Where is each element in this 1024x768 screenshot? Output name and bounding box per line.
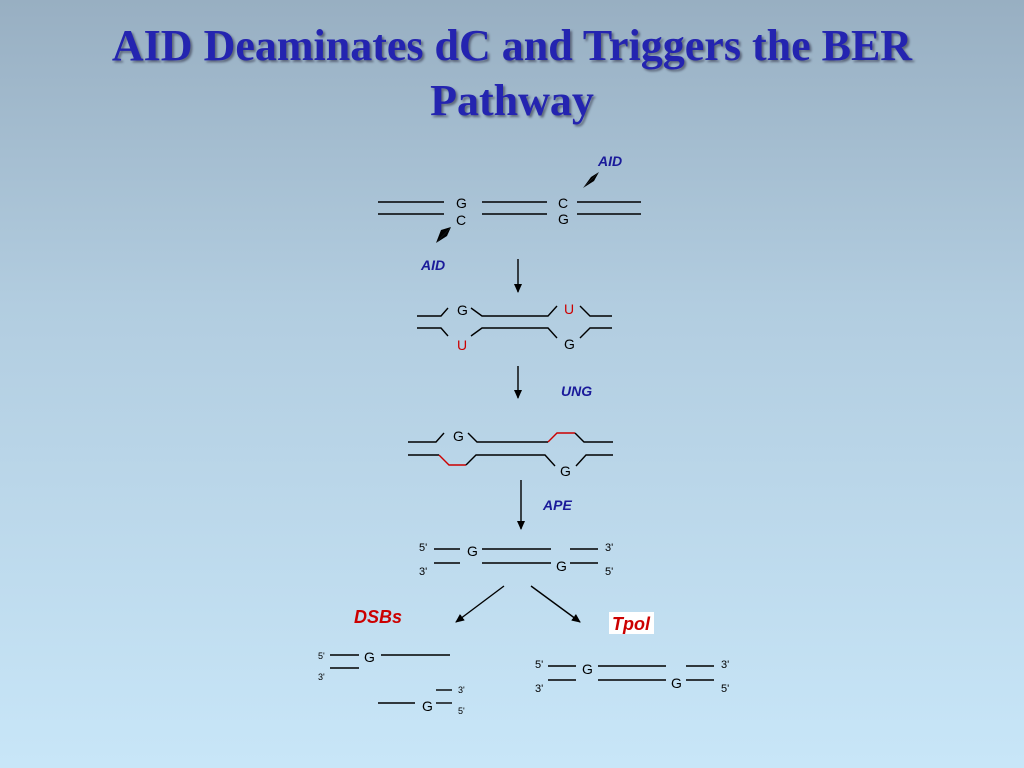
base-g: G [560, 463, 571, 479]
strand-segment [467, 432, 548, 443]
end-label-3prime: 3' [458, 685, 465, 695]
end-label-3prime: 3' [535, 683, 543, 695]
base-g: G [457, 302, 468, 318]
end-label-5prime: 5' [458, 706, 465, 716]
end-label-3prime: 3' [605, 542, 613, 554]
base-c: C [558, 195, 568, 211]
strand-segment [470, 305, 558, 317]
enzyme-label-ape: APE [542, 497, 572, 513]
stage-5-tpol-duplex: 5' 3' G G 3' 5' [535, 659, 729, 695]
abasic-site-gap [438, 454, 466, 466]
base-g: G [564, 336, 575, 352]
strand-segment [408, 432, 445, 443]
end-label-5prime: 5' [721, 683, 729, 695]
base-c: C [456, 212, 466, 228]
aid-arrowhead-top-fill [583, 172, 599, 188]
title-line-2: Pathway [430, 76, 594, 125]
outcome-label-dsbs: DSBs [354, 607, 402, 627]
stage-1-intact-duplex: G C C G AID AID [378, 153, 641, 273]
strand-segment [579, 327, 612, 339]
end-label-3prime: 3' [318, 672, 325, 682]
base-u-uracil: U [457, 337, 467, 353]
enzyme-label-aid-top: AID [597, 153, 622, 169]
strand-segment [470, 327, 558, 339]
base-g: G [456, 195, 467, 211]
outcome-label-tpol: Tpol [612, 614, 651, 634]
strand-segment [579, 305, 612, 317]
enzyme-label-ung: UNG [561, 383, 592, 399]
base-u-uracil: U [564, 301, 574, 317]
base-g: G [453, 428, 464, 444]
base-g: G [422, 698, 433, 714]
stage-4-nicked-duplex: 5' 3' G G 3' 5' [419, 542, 613, 578]
title-line-1: AID Deaminates dC and Triggers the BER [111, 21, 913, 70]
strand-segment [417, 327, 449, 337]
base-g: G [671, 675, 682, 691]
end-label-5prime: 5' [419, 542, 427, 554]
enzyme-label-aid-left: AID [420, 257, 445, 273]
base-g: G [582, 661, 593, 677]
end-label-5prime: 5' [318, 651, 325, 661]
slide-title: AID Deaminates dC and Triggers the BER P… [0, 18, 1024, 128]
strand-segment [417, 307, 449, 317]
end-label-3prime: 3' [419, 566, 427, 578]
stage-2-uracil-mismatch: G U U G [417, 301, 612, 353]
strand-segment [465, 454, 556, 467]
end-label-3prime: 3' [721, 659, 729, 671]
end-label-5prime: 5' [605, 566, 613, 578]
base-g: G [364, 649, 375, 665]
end-label-5prime: 5' [535, 659, 543, 671]
base-g: G [556, 558, 567, 574]
abasic-site-gap [547, 432, 575, 443]
strand-segment [575, 454, 613, 467]
tpol-label-box [609, 612, 654, 634]
stage-5-dsb-fragments: 5' 3' G G 3' 5' [318, 649, 465, 716]
stage-3-abasic-sites: G G [408, 428, 613, 479]
branch-arrow-dsbs [455, 585, 505, 623]
branch-arrow-tpol [530, 585, 581, 623]
aid-arrowhead-left-fill [436, 227, 451, 243]
base-g: G [558, 211, 569, 227]
base-g: G [467, 543, 478, 559]
strand-segment [574, 432, 613, 443]
